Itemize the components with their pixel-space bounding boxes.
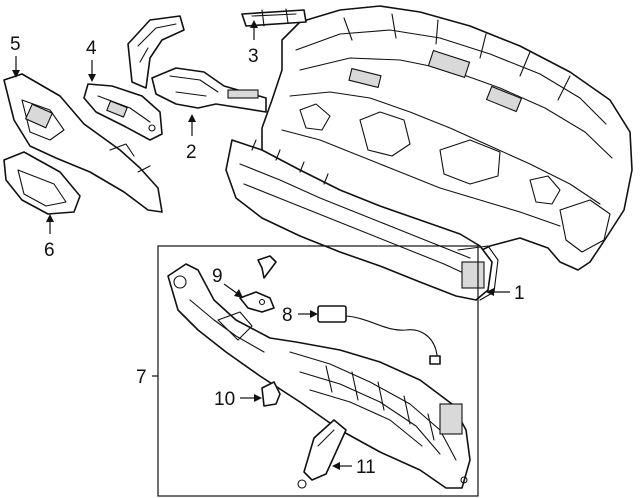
callout-10: 10 <box>214 389 235 410</box>
part-11-damper <box>297 419 347 489</box>
part-10-clip <box>261 381 281 407</box>
part-9-bolt <box>239 255 277 313</box>
arrow-10 <box>254 394 262 402</box>
callout-11: 11 <box>356 457 376 478</box>
arrow-9 <box>234 289 243 298</box>
callout-7: 7 <box>136 367 147 388</box>
callout-9: 9 <box>212 266 223 287</box>
leader-9 <box>223 283 239 295</box>
callout-5: 5 <box>10 34 21 55</box>
callout-2: 2 <box>186 142 197 163</box>
arrow-2 <box>188 114 196 122</box>
callout-labels: 1 2 3 4 5 6 7 8 9 10 11 <box>10 34 525 478</box>
part-7-glove-box <box>167 263 471 489</box>
callout-1: 1 <box>514 283 525 304</box>
arrow-1 <box>486 288 494 296</box>
part-5-side-panel <box>3 73 163 213</box>
callout-6: 6 <box>44 240 55 261</box>
arrow-3 <box>250 20 258 28</box>
arrow-8 <box>310 310 318 318</box>
callout-8: 8 <box>282 305 293 326</box>
arrow-5 <box>12 70 20 78</box>
arrow-4 <box>88 74 96 82</box>
part-4-panel <box>83 83 163 141</box>
arrow-6 <box>46 214 54 222</box>
part-7-group-box <box>157 245 479 497</box>
part-6-frame <box>3 151 81 215</box>
part-3-bracket <box>241 8 307 27</box>
arrow-11 <box>332 462 340 470</box>
leader-lines <box>12 20 510 470</box>
side-bracket <box>127 15 185 89</box>
callout-3: 3 <box>248 46 259 67</box>
part-2-duct <box>151 67 267 113</box>
callout-4: 4 <box>86 38 97 59</box>
part-1-instrument-panel <box>225 5 633 301</box>
